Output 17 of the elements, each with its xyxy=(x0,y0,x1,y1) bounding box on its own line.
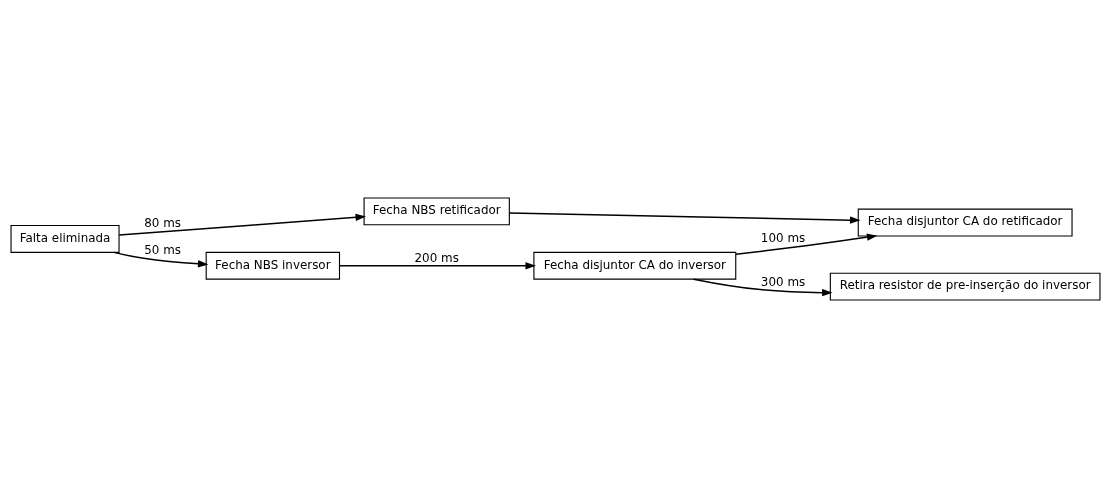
edge-label: 80 ms xyxy=(144,215,181,230)
edge-label: 300 ms xyxy=(760,274,806,289)
node-box: Fecha NBS retificador xyxy=(363,196,510,225)
node-box: Fecha NBS inversor xyxy=(205,251,341,280)
node-box: Fecha disjuntor CA do inversor xyxy=(533,251,737,280)
node-box: Fecha disjuntor CA do retificador xyxy=(857,208,1073,237)
arrow xyxy=(692,277,833,296)
arrow xyxy=(113,251,209,267)
edge-label: 200 ms xyxy=(414,250,459,265)
node-box: Retira resistor de pre-inserção do inversor xyxy=(829,272,1101,301)
arrow xyxy=(118,213,367,236)
arrow xyxy=(338,261,536,269)
edge-label: 100 ms xyxy=(760,230,806,245)
arrow xyxy=(508,211,861,224)
arrow xyxy=(735,233,878,255)
edge-label: 50 ms xyxy=(144,242,181,257)
node-box: Falta eliminada xyxy=(10,224,120,253)
